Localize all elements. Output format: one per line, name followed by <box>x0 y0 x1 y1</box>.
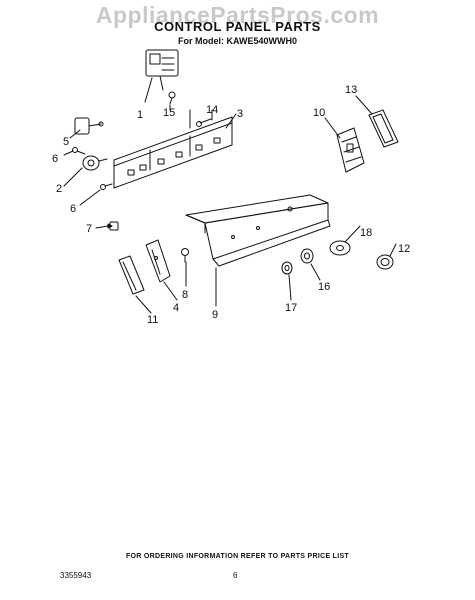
callout-18: 18 <box>360 227 372 239</box>
callout-2: 2 <box>56 183 62 195</box>
callout-8: 8 <box>182 289 188 301</box>
callout-9: 9 <box>212 309 218 321</box>
part-2-temp-switch <box>82 155 108 171</box>
callout-11: 11 <box>147 314 158 326</box>
page-number: 6 <box>233 571 238 580</box>
callout-7: 7 <box>86 223 92 235</box>
callout-12: 12 <box>398 243 410 255</box>
part-9-console <box>185 194 331 267</box>
callout-10: 10 <box>313 107 325 119</box>
part-17-knob <box>281 261 293 275</box>
callout-17: 17 <box>285 302 297 314</box>
part-18-washer <box>329 240 351 256</box>
callout-13: 13 <box>345 84 357 96</box>
part-8-nut <box>181 248 189 263</box>
part-14-screw <box>196 118 212 127</box>
part-13-bezel <box>368 109 399 148</box>
leader-lines <box>63 77 397 314</box>
callout-6-upper: 6 <box>52 153 58 165</box>
callout-4: 4 <box>173 302 179 314</box>
part-3-control-bracket <box>113 116 233 189</box>
part-10-switch-assembly <box>336 127 365 173</box>
callout-15: 15 <box>163 107 175 119</box>
part-1-timer <box>145 49 179 91</box>
part-16-knob <box>300 248 314 264</box>
callout-labels: 1 2 3 4 5 6 6 7 8 9 10 11 12 13 14 15 16… <box>52 84 410 326</box>
callout-5: 5 <box>63 136 69 148</box>
part-4-end-bracket <box>145 239 171 283</box>
watermark: AppliancePartsPros.com <box>95 2 380 28</box>
callout-14: 14 <box>206 104 218 116</box>
part-6-screw-lower <box>100 183 113 190</box>
part-12-knob <box>376 254 394 270</box>
part-15-screw <box>168 91 176 105</box>
callout-16: 16 <box>318 281 330 293</box>
part-6-screw-upper <box>72 147 86 155</box>
ordering-info-footer: FOR ORDERING INFORMATION REFER TO PARTS … <box>125 553 350 560</box>
callout-6-lower: 6 <box>70 203 76 215</box>
page-title: CONTROL PANEL PARTS <box>154 19 321 34</box>
callout-3: 3 <box>237 108 243 120</box>
part-7-clip <box>95 221 119 231</box>
model-subtitle: For Model: KAWE540WWH0 <box>177 36 297 46</box>
document-number: 3355943 <box>60 571 92 580</box>
part-5-switch <box>74 117 104 135</box>
callout-1: 1 <box>137 109 143 121</box>
part-11-end-cap <box>118 255 145 295</box>
